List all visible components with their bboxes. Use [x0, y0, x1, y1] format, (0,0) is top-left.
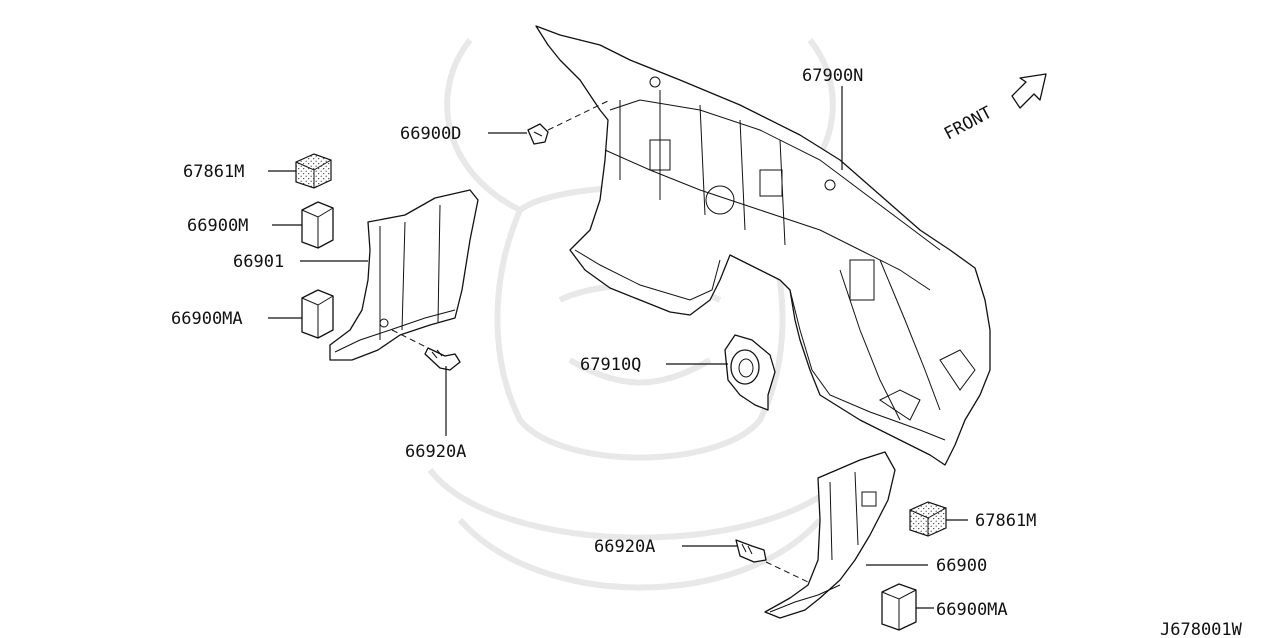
- right-finisher-part: [764, 451, 896, 619]
- label-pad-left-upper[interactable]: 66900M: [187, 216, 248, 236]
- label-pad-right[interactable]: 66900MA: [936, 600, 1008, 620]
- label-insulator-left[interactable]: 67861M: [183, 162, 244, 182]
- label-clip-top[interactable]: 66900D: [400, 124, 461, 144]
- front-arrow-icon: [1011, 73, 1047, 109]
- grommet-part: [724, 334, 776, 411]
- label-insulator-right[interactable]: 67861M: [975, 511, 1036, 531]
- label-grommet[interactable]: 67910Q: [580, 355, 641, 375]
- label-pad-left-lower[interactable]: 66900MA: [171, 309, 243, 329]
- right-insulator-block: [909, 501, 947, 537]
- leader-lines: [268, 86, 968, 609]
- left-pad-upper-block: [301, 201, 334, 249]
- right-pad-block: [881, 583, 917, 631]
- label-finisher-left[interactable]: 66901: [233, 252, 284, 272]
- label-finisher-right[interactable]: 66900: [936, 556, 987, 576]
- left-pad-lower-block: [301, 289, 334, 339]
- left-finisher-part: [329, 189, 479, 361]
- front-indicator: FRONT: [941, 103, 996, 145]
- clip-part: [527, 99, 611, 145]
- left-bolt-part: [391, 329, 461, 371]
- label-bolt-left[interactable]: 66920A: [405, 442, 466, 462]
- label-dash-panel[interactable]: 67900N: [802, 66, 863, 86]
- label-bolt-right[interactable]: 66920A: [594, 537, 655, 557]
- diagram-code: J678001W: [1160, 620, 1243, 638]
- right-bolt-part: [735, 539, 809, 583]
- left-insulator-block: [295, 153, 332, 189]
- dash-panel-part: [535, 25, 991, 466]
